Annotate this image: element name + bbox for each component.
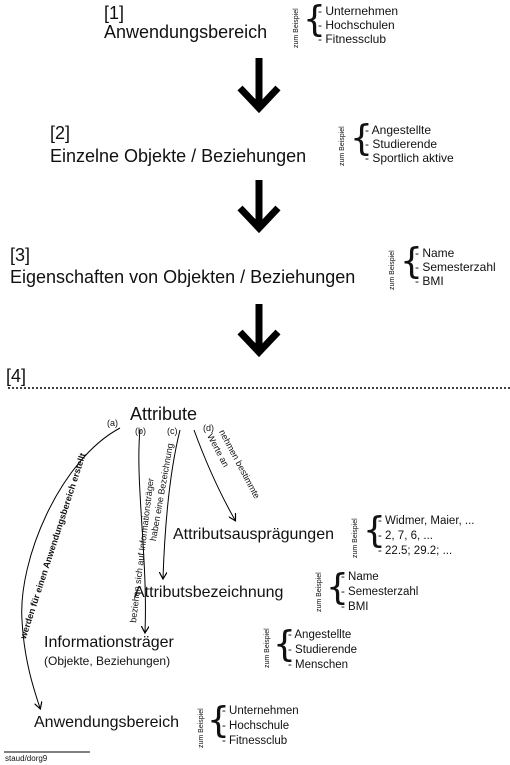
informationstraeger-brace-icon: { xyxy=(273,624,296,665)
anwendungsbereich-title: Anwendungsbereich xyxy=(34,714,179,731)
step1-example-2: - Hochschulen xyxy=(318,18,395,32)
anwendungsbereich-example-3: - Fitnessclub xyxy=(222,735,288,747)
branch-d-arrow xyxy=(193,429,235,520)
step2-number: [2] xyxy=(50,123,71,143)
informationstraeger-title: Informationsträger xyxy=(44,634,174,651)
branch-c-letter: (c) xyxy=(167,426,178,436)
step2-brace-icon: { xyxy=(350,118,373,159)
auspraegungen-examples-label: zum Beispiel xyxy=(352,518,359,558)
step2-example-2: - Studierende xyxy=(365,137,438,151)
attribute-root: Attribute xyxy=(130,404,198,424)
step1-brace-icon: { xyxy=(303,0,326,40)
step1-number: [1] xyxy=(104,3,125,23)
bezeichnung-title: Attributsbezeichnung xyxy=(134,584,284,601)
bezeichnung-example-3: - BMI xyxy=(341,601,369,613)
informationstraeger-example-3: - Menschen xyxy=(288,659,349,671)
branch-b-letter: (b) xyxy=(135,426,146,436)
anwendungsbereich-brace-icon: { xyxy=(207,700,230,741)
branch-a-letter: (a) xyxy=(107,418,118,428)
down-arrow-1 xyxy=(237,58,281,114)
auspraegungen-brace-icon: { xyxy=(363,510,386,551)
step4-number: [4] xyxy=(6,366,27,386)
informationstraeger-examples-label: zum Beispiel xyxy=(264,628,271,668)
anwendungsbereich-example-1: - Unternehmen xyxy=(222,705,299,717)
step3-example-3: - BMI xyxy=(415,274,444,288)
informationstraeger-subtitle: (Objekte, Beziehungen) xyxy=(44,654,171,668)
step3-example-2: - Semesterzahl xyxy=(415,260,496,274)
anwendungsbereich-examples-label: zum Beispiel xyxy=(198,708,205,748)
auspraegungen-example-3: - 22.5; 29.2; ... xyxy=(378,545,453,557)
informationstraeger-example-2: - Studierende xyxy=(288,644,358,656)
branch-a-arrow xyxy=(21,427,121,708)
anwendungsbereich-example-2: - Hochschule xyxy=(222,720,290,732)
step3-example-1: - Name xyxy=(415,246,455,260)
informationstraeger-example-1: - Angestellte xyxy=(288,629,352,641)
branch-b-arrow xyxy=(138,429,146,632)
auspraegungen-example-1: - Widmer, Maier, ... xyxy=(378,515,475,527)
step2-examples-label: zum Beispiel xyxy=(339,126,346,166)
auspraegungen-example-2: - 2, 7, 6, ... xyxy=(378,530,433,542)
step1-example-1: - Unternehmen xyxy=(318,4,399,18)
step2-example-1: - Angestellte xyxy=(365,123,432,137)
step3-brace-icon: { xyxy=(400,241,423,282)
bezeichnung-example-2: - Semesterzahl xyxy=(341,586,419,598)
step1-example-3: - Fitnessclub xyxy=(318,32,387,46)
auspraegungen-title: Attributsausprägungen xyxy=(173,526,334,543)
step1-examples-label: zum Beispiel xyxy=(293,8,300,48)
branch-c-arrow xyxy=(163,429,181,578)
step3-examples-label: zum Beispiel xyxy=(389,250,396,290)
down-arrow-2 xyxy=(237,180,281,234)
down-arrow-3 xyxy=(237,304,281,358)
bezeichnung-brace-icon: { xyxy=(326,567,349,608)
step3-title: Eigenschaften von Objekten / Beziehungen xyxy=(10,267,356,287)
step2-title: Einzelne Objekte / Beziehungen xyxy=(50,146,307,166)
step3-number: [3] xyxy=(10,245,31,265)
step1-title: Anwendungsbereich xyxy=(104,22,268,42)
branch-d-letter: (d) xyxy=(203,423,214,433)
footer-credit: staud/dorg9 xyxy=(5,754,48,763)
bezeichnung-example-1: - Name xyxy=(341,571,379,583)
bezeichnung-examples-label: zum Beispiel xyxy=(316,572,323,612)
step2-example-3: - Sportlich aktive xyxy=(365,151,454,165)
